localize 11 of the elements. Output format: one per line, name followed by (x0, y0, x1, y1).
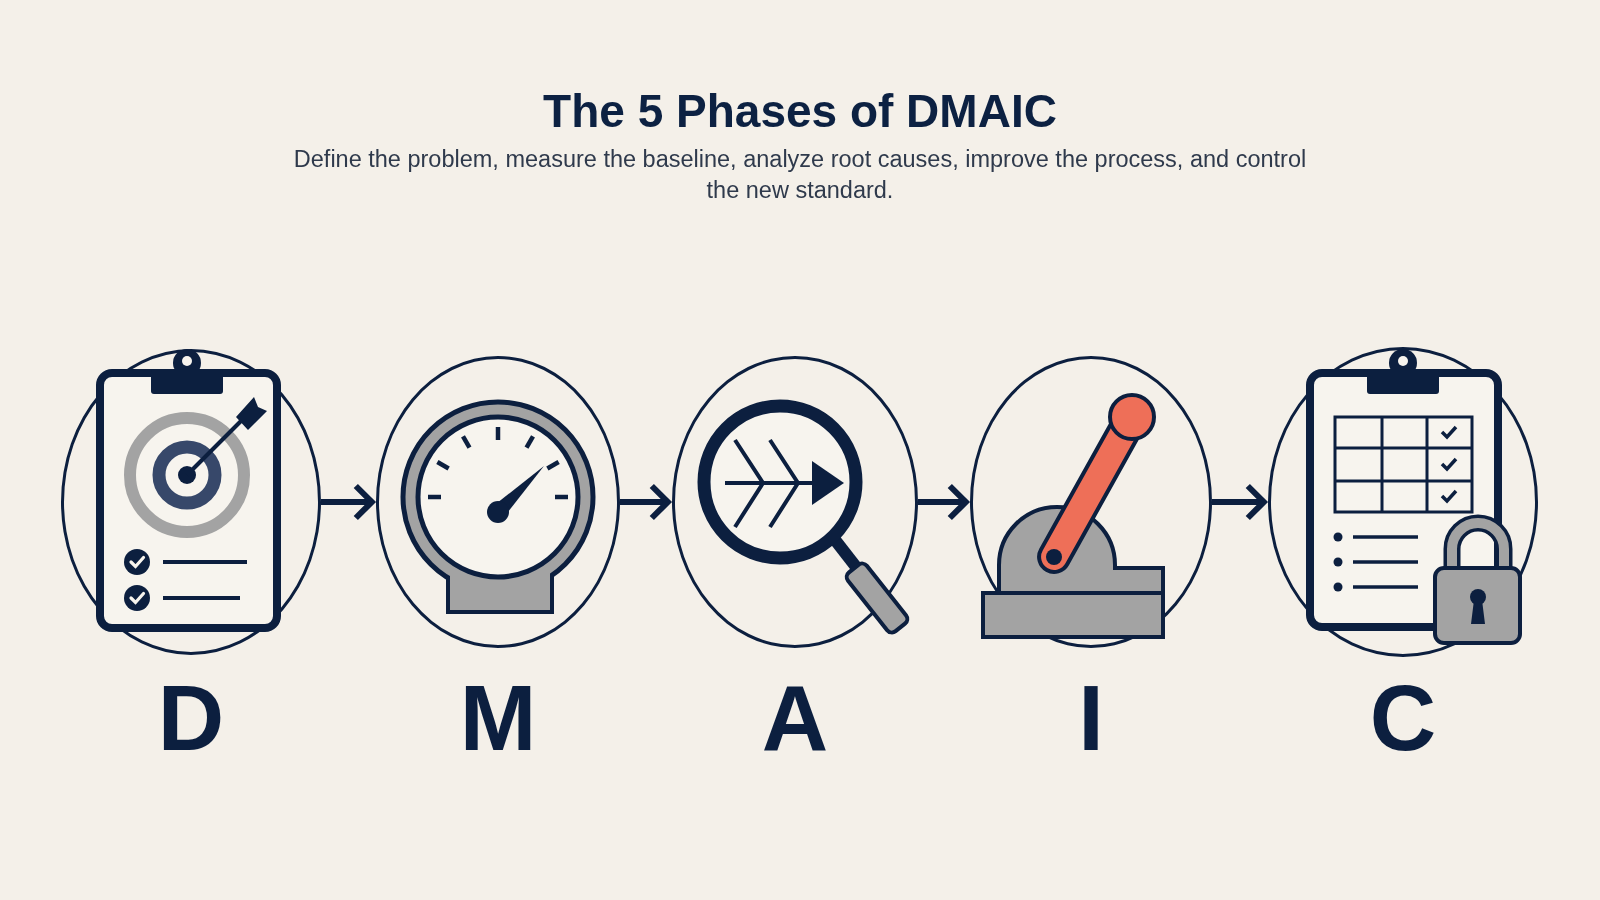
subtitle: Define the problem, measure the baseline, analyze root causes, improve the process, and control the new standard. (292, 145, 1308, 205)
arrow (620, 483, 671, 521)
phase-letter: A (761, 672, 829, 764)
phase-letter: I (1078, 672, 1104, 764)
arrow (918, 483, 969, 521)
phase-letter: M (459, 672, 537, 764)
phase-letter: C (1369, 672, 1437, 764)
arrow (321, 483, 375, 521)
phase-letter: D (157, 672, 225, 764)
title: The 5 Phases of DMAIC (543, 88, 1057, 134)
arrow (1212, 483, 1267, 521)
